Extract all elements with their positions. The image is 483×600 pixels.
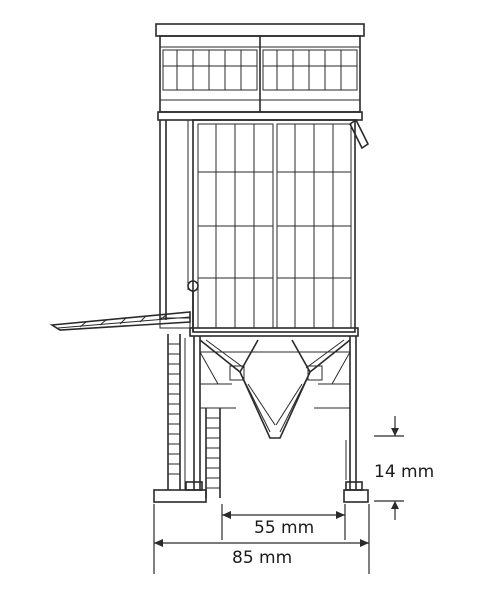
bunker-body	[189, 119, 359, 337]
inner-width-dimension	[221, 504, 346, 540]
chute	[348, 118, 370, 150]
outer-width-label: 85 mm	[232, 548, 292, 568]
side-column	[159, 119, 190, 320]
window-house	[155, 23, 365, 121]
height-dimension	[374, 416, 404, 520]
outer-width-dimension	[153, 504, 370, 574]
conveyor-bridge	[49, 280, 199, 332]
ladder-lower	[205, 408, 221, 498]
height-label: 14 mm	[374, 462, 434, 482]
foundations	[153, 481, 369, 503]
support-legs	[193, 336, 357, 490]
hoppers	[199, 339, 351, 439]
inner-width-label: 55 mm	[254, 518, 314, 538]
ladder-upper	[167, 334, 186, 490]
